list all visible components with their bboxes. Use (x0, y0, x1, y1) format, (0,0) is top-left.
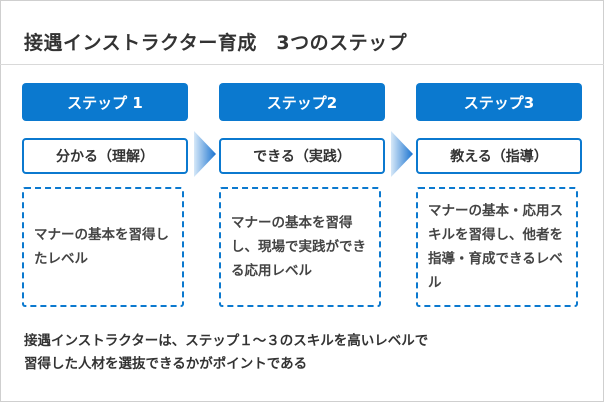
step-2-header: ステップ2 (219, 83, 385, 121)
step-1-name: 分かる（理解） (22, 138, 188, 174)
step-1-description: マナーの基本を習得したレベル (22, 187, 184, 307)
step-2-description-text: マナーの基本を習得し、現場で実践ができる応用レベル (231, 215, 366, 279)
step-2-description: マナーの基本を習得し、現場で実践ができる応用レベル (219, 187, 381, 307)
step-arrow-1-icon (194, 131, 216, 177)
step-1-description-text: マナーの基本を習得したレベル (34, 227, 169, 267)
step-arrow-2-icon (391, 131, 413, 177)
step-3-name: 教える（指導） (416, 138, 582, 174)
page-title: 接遇インストラクター育成 3つのステップ (24, 32, 408, 54)
summary-caption-line-1: 接遇インストラクターは、ステップ１～３のスキルを高いレベルで (24, 333, 429, 349)
summary-caption: 接遇インストラクターは、ステップ１～３のスキルを高いレベルで 習得した人材を選抜… (24, 330, 428, 376)
step-1-header: ステップ 1 (22, 83, 188, 121)
step-2-name: できる（実践） (219, 138, 385, 174)
step-3-header: ステップ3 (416, 83, 582, 121)
step-3-description: マナーの基本・応用スキルを習得し、他者を指導・育成できるレベル (416, 187, 578, 307)
title-divider (0, 64, 604, 65)
step-3-description-text: マナーの基本・応用スキルを習得し、他者を指導・育成できるレベル (428, 203, 563, 291)
summary-caption-line-2: 習得した人材を選抜できるかがポイントである (24, 356, 308, 372)
